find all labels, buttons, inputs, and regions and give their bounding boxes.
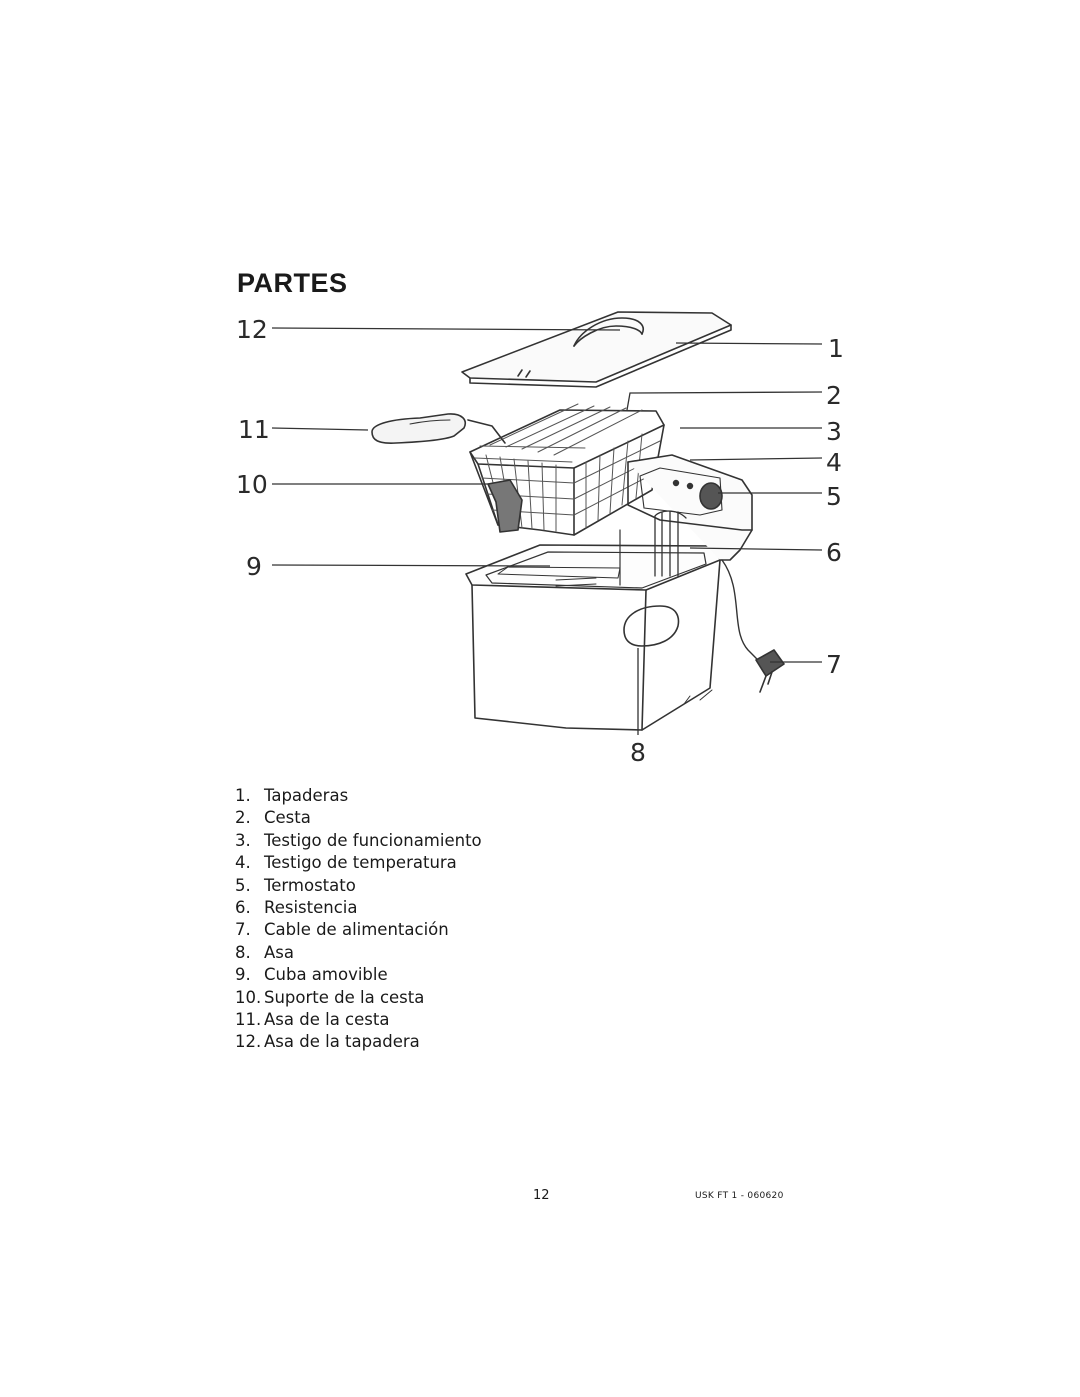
item-number: 1.: [235, 786, 251, 805]
list-item: 3. Testigo de funcionamiento: [235, 830, 482, 852]
lid-drawing: [461, 311, 732, 388]
item-label: Resistencia: [264, 898, 358, 918]
item-number: 5.: [235, 875, 251, 895]
list-item: 4. Testigo de temperatura: [235, 852, 482, 874]
list-item: 8. Asa: [235, 942, 482, 964]
item-label: Cesta: [264, 808, 311, 828]
page-number: 12: [533, 1188, 550, 1203]
callout-11: 11: [238, 415, 270, 444]
item-label: Tapaderas: [264, 786, 349, 805]
list-item: 9. Cuba amovible: [235, 964, 482, 986]
list-item: 5. Termostato: [235, 875, 482, 897]
item-number: 3.: [235, 830, 251, 850]
list-item: 6. Resistencia: [235, 897, 482, 919]
item-number: 7.: [235, 920, 251, 940]
callout-3: 3: [826, 417, 842, 446]
callout-6: 6: [826, 538, 842, 567]
item-label: Termostato: [264, 875, 356, 895]
item-label: Cuba amovible: [264, 965, 388, 985]
item-label: Asa de la tapadera: [264, 1032, 420, 1052]
item-label: Asa de la cesta: [264, 1010, 390, 1030]
item-number: 11.: [235, 1010, 262, 1030]
item-number: 6.: [235, 898, 251, 918]
item-number: 9.: [235, 965, 251, 985]
callout-7: 7: [826, 650, 842, 679]
item-number: 10.: [235, 987, 262, 1007]
item-number: 2.: [235, 808, 251, 828]
document-code: USK FT 1 - 060620: [695, 1191, 784, 1201]
item-label: Testigo de temperatura: [264, 853, 457, 873]
list-item: 12.Asa de la tapadera: [235, 1031, 482, 1053]
callout-4: 4: [826, 448, 842, 477]
list-item: 1. Tapaderas: [235, 785, 482, 807]
item-label: Suporte de la cesta: [264, 987, 425, 1007]
item-number: 4.: [235, 853, 251, 873]
callout-2: 2: [826, 381, 842, 410]
list-item: 2. Cesta: [235, 807, 482, 829]
list-item: 10.Suporte de la cesta: [235, 987, 482, 1009]
page-title: PARTES: [237, 268, 348, 298]
callout-5: 5: [826, 482, 842, 511]
callout-9: 9: [246, 552, 262, 581]
item-label: Cable de alimentación: [264, 920, 449, 940]
fryer-body-drawing: [465, 454, 785, 731]
callout-12: 12: [236, 315, 268, 344]
parts-list: 1. Tapaderas 2. Cesta 3. Testigo de funcion…: [235, 785, 482, 1054]
item-label: Testigo de funcionamiento: [264, 830, 482, 850]
callout-10: 10: [236, 470, 268, 499]
fryer-parts-diagram: 1 2 3 4 5 6 7 8 9 10 11 12: [236, 311, 844, 767]
item-number: 8.: [235, 942, 251, 962]
callout-leaders: [271, 327, 823, 735]
item-label: Asa: [264, 942, 294, 962]
callout-8: 8: [630, 738, 646, 767]
basket-drawing: [371, 403, 665, 536]
callout-1: 1: [828, 334, 844, 363]
list-item: 7. Cable de alimentación: [235, 919, 482, 941]
list-item: 11.Asa de la cesta: [235, 1009, 482, 1031]
item-number: 12.: [235, 1032, 262, 1052]
